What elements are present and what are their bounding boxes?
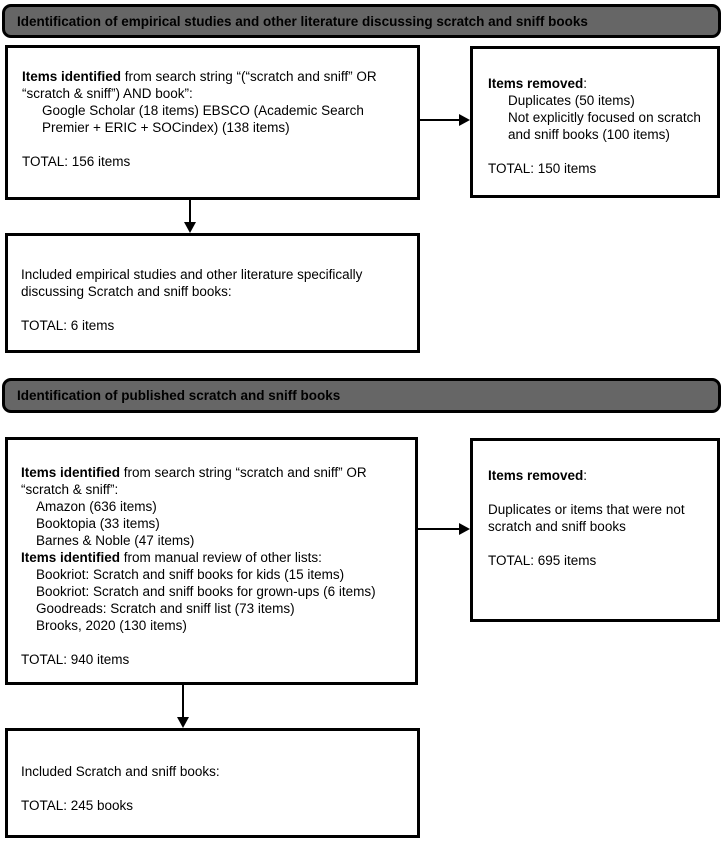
arrow-stem — [418, 528, 460, 530]
total-line: TOTAL: 6 items — [21, 318, 115, 333]
text-line: Barnes & Noble (47 items) — [36, 533, 195, 548]
text-bold: Items removed — [488, 468, 584, 483]
text-bold: Items identified — [22, 69, 122, 84]
arrowhead-down-icon — [177, 717, 189, 728]
blank-line — [21, 780, 405, 797]
text-line: scratch and sniff books — [488, 519, 626, 534]
text-line: Bookriot: Scratch and sniff books for ki… — [36, 567, 345, 582]
text-line: Duplicates (50 items) — [508, 93, 635, 108]
text-line: “scratch & sniff”: — [21, 482, 119, 497]
arrow-stem — [420, 119, 460, 121]
text-line: Items identified from search string “(“s… — [22, 68, 405, 85]
text-rest: from manual review of other lists: — [120, 550, 322, 565]
section1-header-title: Identification of empirical studies and … — [17, 13, 588, 29]
total-line: TOTAL: 695 items — [488, 553, 597, 568]
text-rest: from search string “scratch and sniff” O… — [120, 465, 367, 480]
text-line: Items removed: — [488, 75, 707, 92]
text-line: Booktopia (33 items) — [36, 516, 160, 531]
text-line: Google Scholar (18 items) EBSCO (Academi… — [42, 103, 364, 118]
total-line: TOTAL: 156 items — [22, 154, 131, 169]
text-rest: : — [583, 468, 588, 483]
section1-items-identified-box: Items identified from search string “(“s… — [5, 45, 420, 200]
text-line: Brooks, 2020 (130 items) — [36, 618, 187, 633]
text-line: Not explicitly focused on scratch — [508, 110, 701, 125]
section2-included-box: Included Scratch and sniff books: TOTAL:… — [5, 728, 420, 838]
text-bold: Items removed — [488, 76, 584, 91]
arrowhead-down-icon — [184, 222, 196, 233]
text-line: Items identified from manual review of o… — [21, 549, 405, 566]
arrow-stem — [189, 200, 191, 224]
arrow-stem — [182, 685, 184, 718]
section2-header-bar: Identification of published scratch and … — [2, 378, 721, 413]
blank-line — [21, 300, 405, 317]
blank-line — [22, 136, 405, 153]
section2-items-identified-box: Items identified from search string “scr… — [5, 437, 418, 685]
blank-line — [488, 535, 707, 552]
text-line: Included Scratch and sniff books: — [21, 764, 220, 779]
text-line: and sniff books (100 items) — [508, 127, 670, 142]
section2-items-removed-box: Items removed: Duplicates or items that … — [470, 438, 720, 622]
text-line: Premier + ERIC + SOCindex) (138 items) — [42, 120, 290, 135]
section1-header-bar: Identification of empirical studies and … — [2, 4, 721, 38]
text-line: discussing Scratch and sniff books: — [21, 284, 232, 299]
text-bold: Items identified — [21, 465, 121, 480]
text-rest: : — [583, 76, 588, 91]
text-rest: from search string “(“scratch and sniff”… — [121, 69, 377, 84]
section1-items-removed-box: Items removed: Duplicates (50 items) Not… — [470, 46, 720, 198]
text-line: Included empirical studies and other lit… — [21, 267, 363, 282]
text-line: Items identified from search string “scr… — [21, 464, 405, 481]
total-line: TOTAL: 940 items — [21, 652, 130, 667]
section1-included-box: Included empirical studies and other lit… — [5, 233, 420, 353]
text-line: “scratch & sniff”) AND book”: — [22, 86, 193, 101]
arrowhead-right-icon — [459, 523, 470, 535]
arrowhead-right-icon — [459, 114, 470, 126]
blank-line — [488, 143, 707, 160]
text-line: Duplicates or items that were not — [488, 502, 685, 517]
total-line: TOTAL: 245 books — [21, 798, 134, 813]
blank-line — [21, 634, 405, 651]
text-line: Bookriot: Scratch and sniff books for gr… — [36, 584, 376, 599]
total-line: TOTAL: 150 items — [488, 161, 597, 176]
text-line: Items removed: — [488, 467, 707, 484]
text-line: Goodreads: Scratch and sniff list (73 it… — [36, 601, 295, 616]
text-line: Amazon (636 items) — [36, 499, 157, 514]
text-bold: Items identified — [21, 550, 121, 565]
blank-line — [488, 484, 707, 501]
section2-header-title: Identification of published scratch and … — [17, 388, 341, 403]
